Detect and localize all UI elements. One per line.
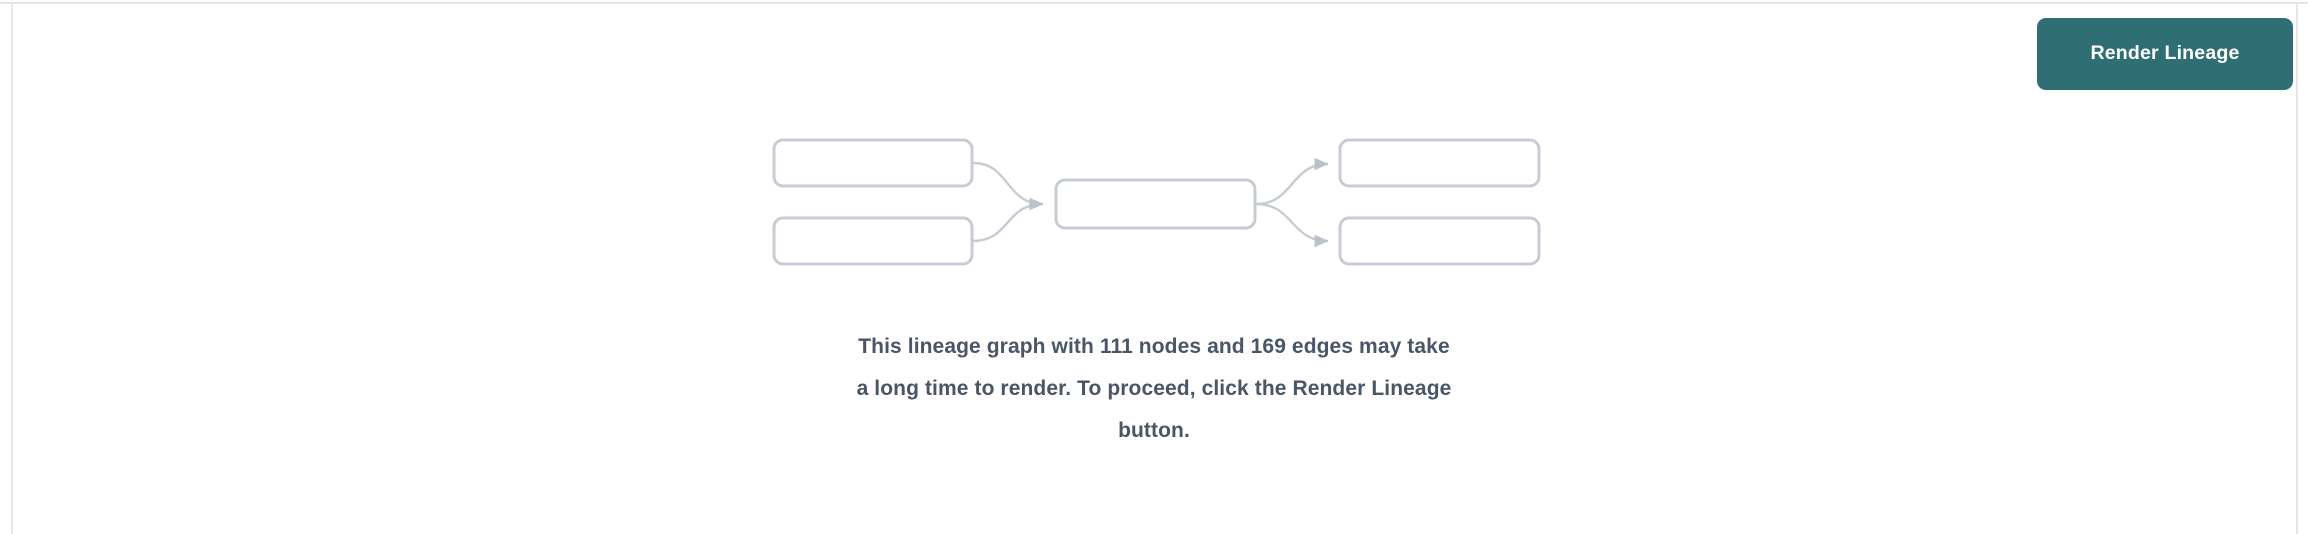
message-line-2: a long time to render. To proceed, click… — [856, 377, 1452, 400]
edge-left-top-to-center — [972, 161, 1044, 211]
lineage-graph-svg — [772, 138, 1541, 266]
graph-node-right-bottom — [1338, 216, 1541, 266]
message-line-1: This lineage graph with 111 nodes and 16… — [858, 335, 1450, 358]
graph-node-left-top — [772, 138, 974, 188]
lineage-warning-message: This lineage graph with 111 nodes and 16… — [754, 326, 1554, 452]
graph-node-center — [1054, 178, 1257, 230]
graph-node-right-top — [1338, 138, 1541, 188]
lineage-graph-placeholder — [772, 138, 1541, 266]
message-line-3: button. — [1118, 419, 1190, 442]
edge-center-to-right-top — [1255, 157, 1329, 206]
panel-right-border — [2296, 4, 2298, 534]
panel-left-border — [11, 4, 13, 534]
edge-center-to-right-bottom — [1255, 202, 1329, 248]
render-lineage-button[interactable]: Render Lineage — [2037, 18, 2293, 90]
panel-top-border — [0, 2, 2308, 4]
graph-node-left-bottom — [772, 216, 974, 266]
edge-left-bottom-to-center — [972, 197, 1044, 243]
